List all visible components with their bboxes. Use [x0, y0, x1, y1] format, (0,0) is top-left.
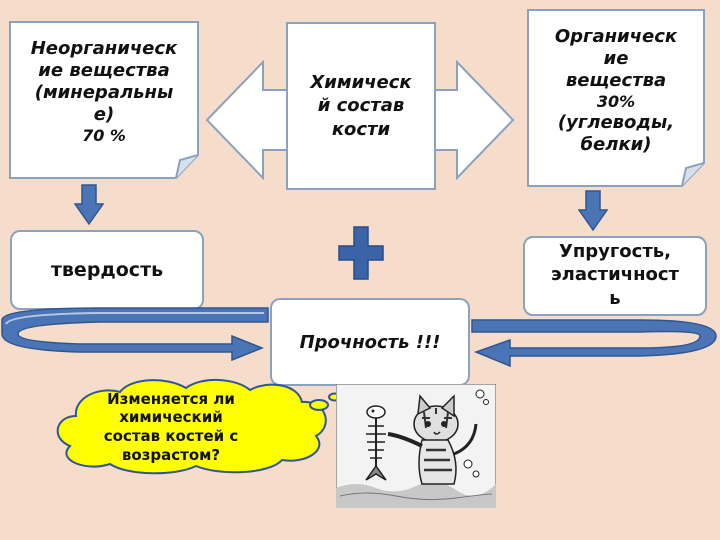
hardness-label: твердость: [50, 259, 164, 281]
curved-arrow-right: [471, 319, 717, 368]
hardness-box: твердость: [10, 230, 204, 310]
question-text: Изменяется ли химический состав костей с…: [56, 382, 286, 472]
question-line-3: состав костей с: [103, 427, 239, 445]
elasticity-line-1: Упругость,: [558, 241, 671, 262]
center-line-1: Химическ: [310, 71, 412, 93]
elasticity-line-2: эластичност: [551, 264, 679, 286]
organic-line-3: вещества: [565, 70, 667, 92]
organic-line-6: белки): [580, 133, 652, 155]
organic-line-2: ие: [603, 48, 629, 70]
strength-label: Прочность !!!: [299, 331, 441, 353]
inorganic-line-1: Неорганическ: [30, 38, 178, 60]
question-line-1: Изменяется ли: [107, 389, 235, 408]
elasticity-box: Упругость, эластичност ь: [523, 236, 707, 316]
plus-icon: [338, 226, 384, 280]
inorganic-line-4: е): [93, 104, 115, 126]
cat-with-fish-skeleton-illustration: [336, 384, 496, 508]
elasticity-line-3: ь: [609, 287, 621, 309]
curved-arrow-left: [1, 307, 269, 362]
organic-substances-shape: Органическ ие вещества 30% (углеводы, бе…: [526, 8, 706, 188]
question-cloud-shape: [56, 378, 342, 475]
strength-box: Прочность !!!: [270, 298, 470, 386]
organic-percent: 30%: [596, 92, 636, 112]
inorganic-line-3: (минеральны: [34, 82, 174, 104]
down-arrow-left: [74, 184, 104, 226]
organic-line-1: Органическ: [554, 26, 678, 48]
inorganic-substances-shape: Неорганическ ие вещества (минеральны е) …: [8, 20, 200, 180]
center-line-3: кости: [331, 118, 391, 140]
down-arrow-right: [578, 190, 608, 232]
question-line-4: возрастом?: [121, 445, 221, 464]
inorganic-line-2: ие вещества: [38, 60, 170, 82]
question-line-2: химический: [119, 408, 223, 427]
organic-line-5: (углеводы,: [557, 111, 675, 133]
chemical-composition-box: Химическ й состав кости: [286, 22, 436, 190]
center-line-2: й состав: [317, 95, 405, 117]
inorganic-percent: 70 %: [82, 126, 126, 146]
